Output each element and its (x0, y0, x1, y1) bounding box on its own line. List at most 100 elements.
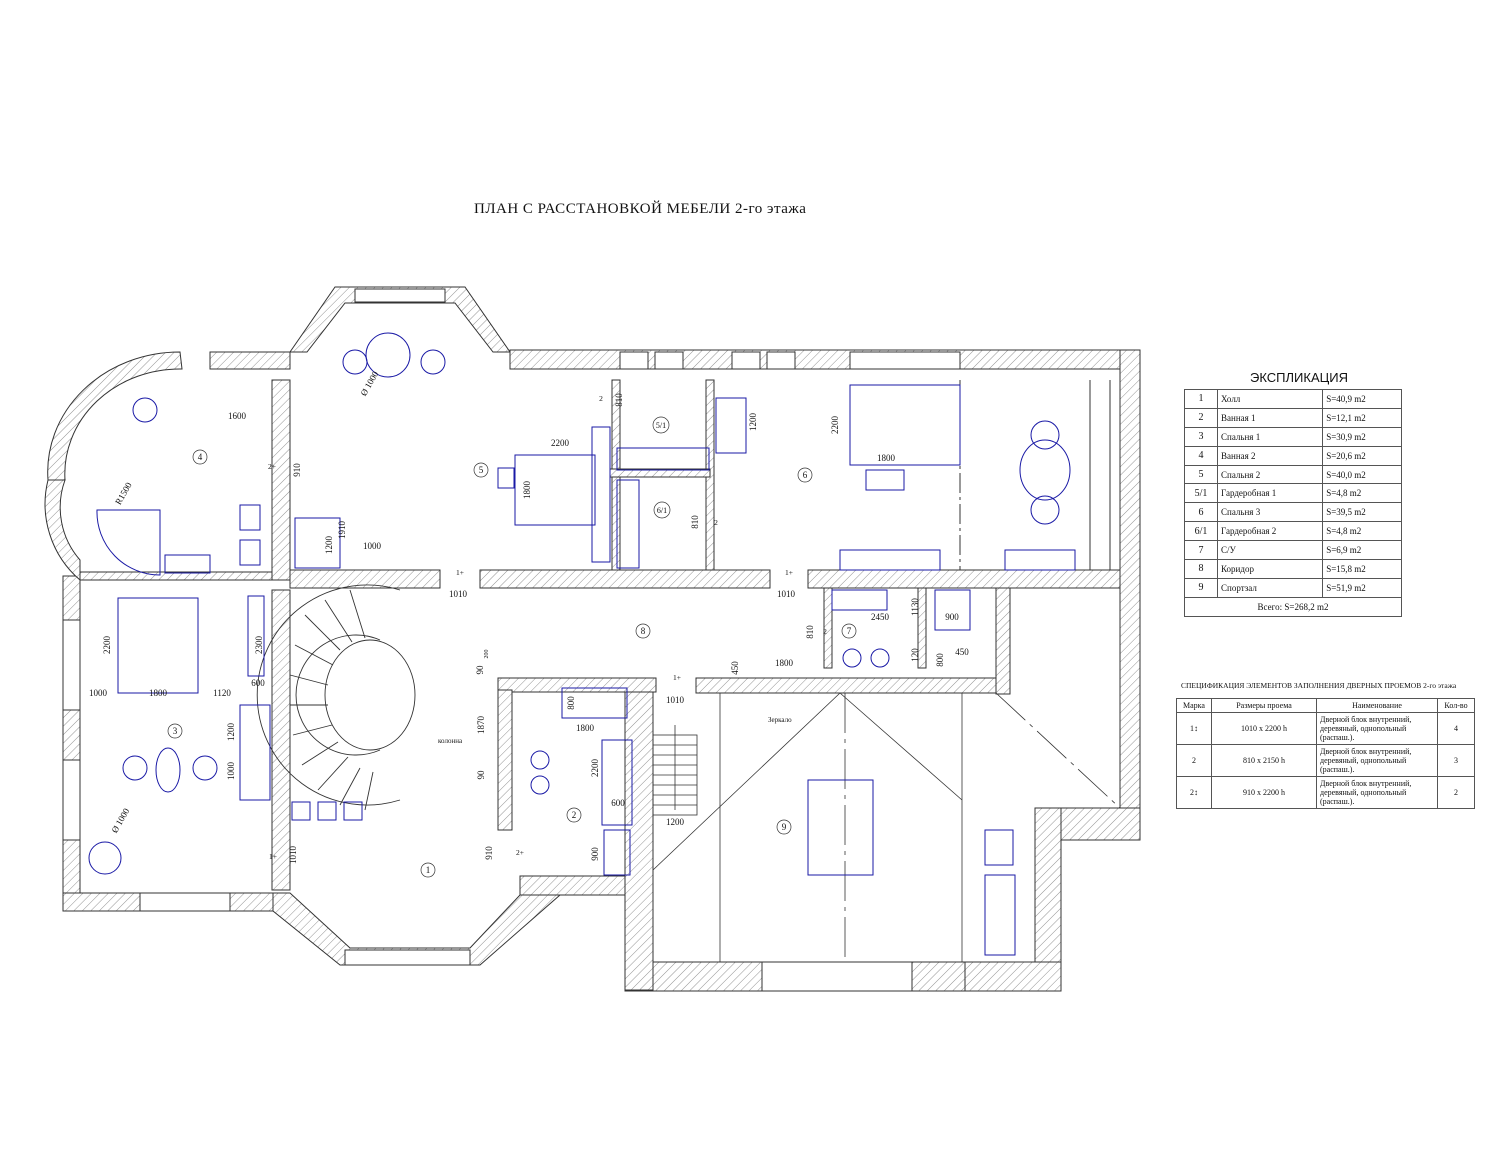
explication-n: 3 (1185, 427, 1218, 446)
dim: 1010 (777, 589, 796, 599)
explication-row: 8КоридорS=15,8 m2 (1185, 560, 1402, 579)
door-mark: 2+ (268, 462, 276, 471)
dim: 1200 (748, 413, 758, 432)
door-mark: 1+ (656, 673, 664, 682)
explication-name: Ванная 1 (1218, 408, 1323, 427)
explication-area: S=40,0 m2 (1323, 465, 1402, 484)
dim: 1120 (213, 688, 231, 698)
explication-row: 5/1Гардеробная 1S=4,8 m2 (1185, 484, 1402, 503)
door-mark: 1+ (673, 673, 681, 682)
explication-row: 6Спальня 3S=39,5 m2 (1185, 503, 1402, 522)
explication-n: 5 (1185, 465, 1218, 484)
room-number: 8 (641, 626, 646, 636)
dim: 200 (484, 650, 490, 659)
dim: 600 (251, 678, 265, 688)
spec-title: СПЕЦИФИКАЦИЯ ЭЛЕМЕНТОВ ЗАПОЛНЕНИЯ ДВЕРНЫ… (1181, 681, 1456, 690)
dim: 2200 (830, 416, 840, 435)
door-mark: 1+ (456, 568, 464, 577)
dim: 2450 (871, 612, 890, 622)
dim: R1500 (113, 480, 134, 506)
room-number: 3 (173, 726, 178, 736)
interior-walls (80, 380, 1120, 890)
explication-name: Коридор (1218, 560, 1323, 579)
room-number: 1 (426, 865, 431, 875)
dim: 1600 (228, 411, 247, 421)
explication-area: S=51,9 m2 (1323, 578, 1402, 597)
dim: 2300 (254, 636, 264, 655)
explication-name: Гардеробная 2 (1218, 522, 1323, 541)
room-number: 2 (572, 810, 577, 820)
spec-mark: 2↕ (1177, 777, 1212, 809)
explication-area: S=15,8 m2 (1323, 560, 1402, 579)
explication-n: 6 (1185, 503, 1218, 522)
furniture (89, 333, 1075, 955)
column-label: колонна (438, 737, 463, 745)
explication-table: 1ХоллS=40,9 m22Ванная 1S=12,1 m23Спальня… (1184, 389, 1402, 617)
dim: Ø 1000 (358, 369, 380, 398)
explication-name: Ванная 2 (1218, 446, 1323, 465)
spec-size: 810 х 2150 h (1212, 745, 1317, 777)
dim: 800 (935, 653, 945, 667)
explication-n: 1 (1185, 390, 1218, 409)
explication-n: 2 (1185, 408, 1218, 427)
explication-area: S=6,9 m2 (1323, 541, 1402, 560)
door-mark: 2+ (516, 848, 524, 857)
dim: 450 (955, 647, 969, 657)
dim: 910 (484, 846, 494, 860)
dim: Ø 1000 (109, 806, 131, 835)
explication-name: Спортзал (1218, 578, 1323, 597)
explication-area: S=12,1 m2 (1323, 408, 1402, 427)
page-title: ПЛАН С РАССТАНОВКОЙ МЕБЕЛИ 2-го этажа (474, 201, 806, 218)
spec-qty: 3 (1438, 745, 1475, 777)
room-number: 6 (803, 470, 808, 480)
explication-row: 6/1Гардеробная 2S=4,8 m2 (1185, 522, 1402, 541)
dim: 1200 (324, 536, 334, 555)
room-number: 9 (782, 822, 787, 832)
spec-qty: 2 (1438, 777, 1475, 809)
door-mark: 2 (823, 627, 827, 636)
dim: 1000 (226, 762, 236, 781)
spec-name: Дверной блок внутренний, деревяный, одно… (1317, 777, 1438, 809)
door-mark: 2 (714, 518, 718, 527)
dim: 90 (475, 665, 485, 675)
dim: 910 (292, 463, 302, 477)
dim: 1010 (288, 846, 298, 865)
room-number: 5/1 (656, 421, 666, 430)
explication-n: 7 (1185, 541, 1218, 560)
explication-row: 9СпортзалS=51,9 m2 (1185, 578, 1402, 597)
explication-row: 4Ванная 2S=20,6 m2 (1185, 446, 1402, 465)
dim: 1000 (363, 541, 382, 551)
dim: 1000 (89, 688, 108, 698)
explication-area: S=30,9 m2 (1323, 427, 1402, 446)
dim: 2200 (102, 636, 112, 655)
explication-n: 4 (1185, 446, 1218, 465)
room-number: 6/1 (657, 506, 667, 515)
explication-name: Спальня 3 (1218, 503, 1323, 522)
spec-name: Дверной блок внутренний, деревяный, одно… (1317, 713, 1438, 745)
spec-header: Марка (1177, 699, 1212, 713)
dim: 1800 (576, 723, 595, 733)
explication-name: С/У (1218, 541, 1323, 560)
dim: 1010 (449, 589, 468, 599)
explication-n: 5/1 (1185, 484, 1218, 503)
explication-name: Гардеробная 1 (1218, 484, 1323, 503)
room-number: 4 (198, 452, 203, 462)
spec-mark: 2 (1177, 745, 1212, 777)
door-marks: 2 2+ 1+ 1+ 2 1+ 2 1+ 2+ 1+ (268, 394, 827, 861)
explication-n: 8 (1185, 560, 1218, 579)
explication-total: Всего: S=268,2 m2 (1185, 597, 1402, 616)
dim: 1200 (226, 723, 236, 742)
explication-area: S=4,8 m2 (1323, 522, 1402, 541)
spec-name: Дверной блок внутренний, деревяный, одно… (1317, 745, 1438, 777)
dim: 1870 (476, 716, 486, 735)
dim: 2200 (590, 759, 600, 778)
room-number: 5 (479, 465, 484, 475)
explication-title: ЭКСПЛИКАЦИЯ (1250, 370, 1348, 385)
explication-name: Спальня 1 (1218, 427, 1323, 446)
dim: 1800 (522, 481, 532, 500)
spec-mark: 1↕ (1177, 713, 1212, 745)
mirror-label: Зеркало (768, 716, 792, 724)
explication-area: S=40,9 m2 (1323, 390, 1402, 409)
door-mark: 1+ (269, 852, 277, 861)
explication-n: 6/1 (1185, 522, 1218, 541)
